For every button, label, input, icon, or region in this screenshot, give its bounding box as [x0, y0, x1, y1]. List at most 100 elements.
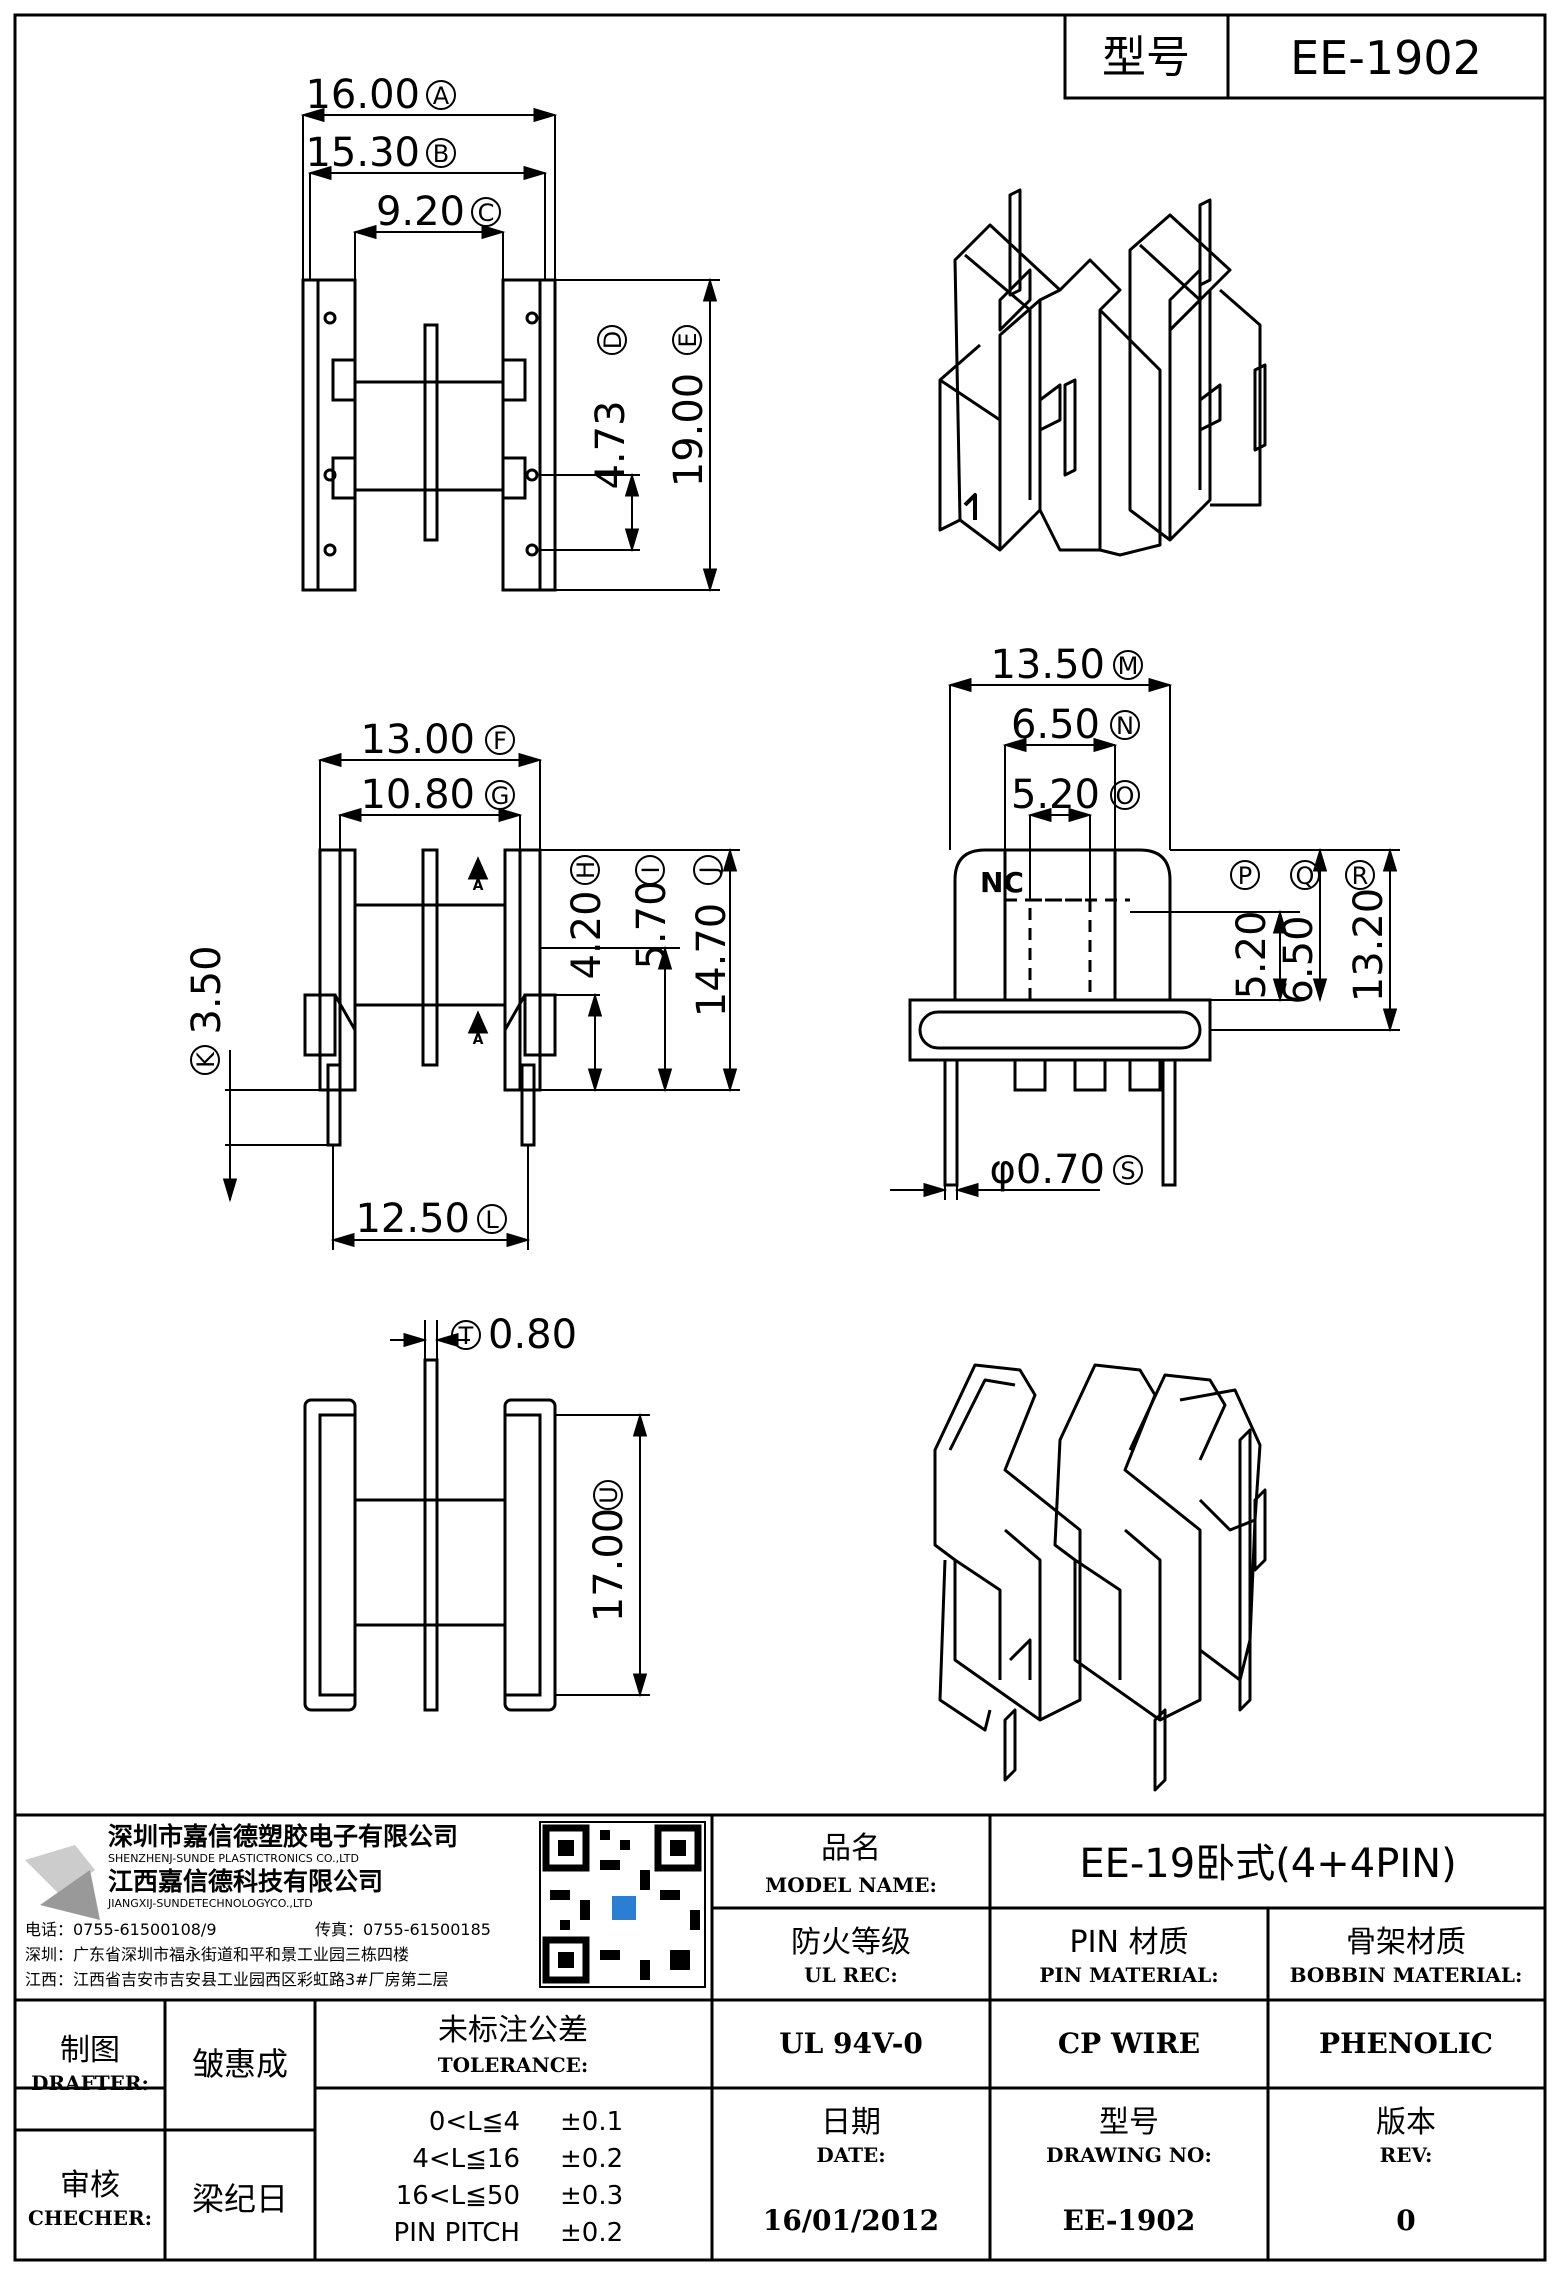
dim-n-value: 6.50	[1011, 702, 1100, 748]
dim-a-tag: A	[433, 82, 450, 110]
dim-i-tag: I	[637, 866, 665, 873]
dim-d-marker	[597, 325, 627, 355]
dim-c-tag: C	[478, 199, 495, 227]
checker-label-cn: 审核	[60, 2168, 120, 2203]
tol-range-2: 16<L≦50	[396, 2181, 520, 2211]
nc-label: NC	[980, 866, 1024, 899]
dim-g-marker	[485, 780, 515, 810]
dim-t-marker	[451, 1320, 481, 1350]
date-label-cn: 日期	[821, 2105, 881, 2140]
dim-k-value: 3.50	[184, 945, 230, 1034]
dim-o-value: 5.20	[1011, 772, 1100, 818]
end-view-dims	[390, 1320, 650, 1698]
rev-label-en: REV:	[1380, 2143, 1433, 2167]
tol-value-3: ±0.2	[560, 2218, 623, 2248]
iso-view-bottom	[933, 1363, 1267, 1792]
side-arrow-a-bottom: A	[473, 1032, 484, 1048]
top-view	[301, 278, 557, 592]
dim-f-marker	[485, 725, 515, 755]
header-model-value: EE-1902	[1290, 31, 1482, 85]
header-model-label: 型号	[1102, 32, 1190, 83]
dim-a-value: 16.00	[305, 72, 420, 118]
dim-j-value: 14.70	[689, 903, 735, 1018]
product-name-label-cn: 品名	[821, 1831, 881, 1866]
sheet-border	[13, 13, 1547, 2262]
dim-t-value: 0.80	[488, 1312, 577, 1358]
checker-value: 梁纪日	[192, 2180, 288, 2218]
company-phone: 电话：0755-61500108/9	[25, 1920, 217, 1939]
tolerance-label-en: TOLERANCE:	[438, 2053, 589, 2077]
date-label-en: DATE:	[816, 2143, 885, 2167]
dim-s-marker	[1113, 1155, 1143, 1185]
dim-j-tag: J	[695, 866, 723, 875]
dim-s-tag: S	[1120, 1157, 1135, 1185]
pin-label-cn: PIN 材质	[1070, 1925, 1189, 1960]
side-view	[303, 848, 557, 1147]
dim-u-tag: U	[595, 1486, 623, 1504]
company-name-jx: 江西嘉信德科技有限公司	[108, 1867, 383, 1896]
dim-r-marker	[1345, 860, 1375, 890]
dim-k-marker	[190, 1045, 220, 1075]
dim-h-marker	[570, 855, 600, 885]
dim-h-tag: H	[572, 861, 600, 879]
company-logo	[25, 1845, 100, 1920]
dim-e-tag: E	[674, 332, 702, 347]
ul-label-en: UL REC:	[804, 1963, 898, 1987]
drawing-no-label-en: DRAWING NO:	[1046, 2143, 1212, 2167]
ul-label-cn: 防火等级	[791, 1925, 911, 1960]
side-view-dims	[222, 752, 740, 1250]
end-view	[303, 1358, 557, 1712]
tolerance-label-cn: 未标注公差	[438, 2013, 588, 2048]
drawing-no-value: EE-1902	[1063, 2204, 1196, 2237]
dim-k-tag: K	[192, 1051, 220, 1068]
dim-r-tag: R	[1352, 862, 1369, 890]
company-name-sz-en: SHENZHENJ-SUNDE PLASTICTRONICS CO.,LTD	[108, 1852, 359, 1865]
iso-view-top	[938, 188, 1267, 557]
dim-h-value: 4.20	[564, 890, 610, 979]
side-arrow-a-top: A	[473, 878, 484, 894]
company-name-jx-en: JIANGXIJ-SUNDETECHNOLOGYCO.,LTD	[107, 1897, 313, 1910]
dim-o-tag: O	[1116, 782, 1135, 810]
dim-f-value: 13.00	[360, 717, 475, 763]
drawing-no-label-cn: 型号	[1099, 2105, 1159, 2140]
dim-r-value: 13.20	[1346, 888, 1392, 1003]
tol-value-1: ±0.2	[560, 2144, 623, 2174]
dim-c-marker	[471, 197, 501, 227]
checker-label-en: CHECHER:	[28, 2206, 152, 2230]
dim-q-value: 6.50	[1276, 915, 1322, 1004]
front-view	[908, 848, 1212, 1187]
dim-d-value: 4.73	[588, 400, 634, 489]
company-addr-jx: 江西：江西省吉安市吉安县工业园西区彩虹路3#厂房第二层	[25, 1970, 449, 1989]
header-model-box: 型号 EE-1902	[1063, 13, 1547, 100]
dim-g-tag: G	[491, 782, 510, 810]
dim-g-value: 10.80	[360, 772, 475, 818]
tol-range-3: PIN PITCH	[394, 2218, 520, 2248]
dim-a-marker	[426, 80, 456, 110]
pin-value: CP WIRE	[1058, 2027, 1200, 2060]
dim-c-value: 9.20	[376, 189, 465, 235]
drafter-label-cn: 制图	[60, 2033, 120, 2068]
dim-n-marker	[1110, 710, 1140, 740]
dim-p-value: 5.20	[1229, 910, 1275, 999]
tol-range-0: 0<L≦4	[429, 2107, 520, 2137]
company-addr-sz: 深圳：广东省深圳市福永街道和平和景工业园三栋四楼	[25, 1945, 409, 1964]
tol-range-1: 4<L≦16	[412, 2144, 520, 2174]
dim-j-marker	[693, 855, 723, 885]
rev-label-cn: 版本	[1376, 2105, 1436, 2140]
product-name-value: EE-19卧式(4+4PIN)	[1079, 1841, 1456, 1887]
dim-l-marker	[477, 1204, 507, 1234]
dim-f-tag: F	[493, 727, 507, 755]
bobbin-label-cn: 骨架材质	[1346, 1925, 1466, 1960]
dim-e-value: 19.00	[666, 373, 712, 488]
dim-d-tag: D	[599, 331, 627, 349]
dim-m-value: 13.50	[990, 642, 1105, 688]
tol-value-0: ±0.1	[560, 2107, 623, 2137]
dim-n-tag: N	[1116, 712, 1134, 740]
dim-p-marker	[1230, 860, 1260, 890]
dim-m-marker	[1113, 650, 1143, 680]
dim-b-value: 15.30	[305, 130, 420, 176]
dim-l-tag: L	[485, 1206, 499, 1234]
drafter-label-en: DRAFTER:	[31, 2071, 149, 2095]
dim-u-value: 17.00	[586, 1508, 632, 1623]
